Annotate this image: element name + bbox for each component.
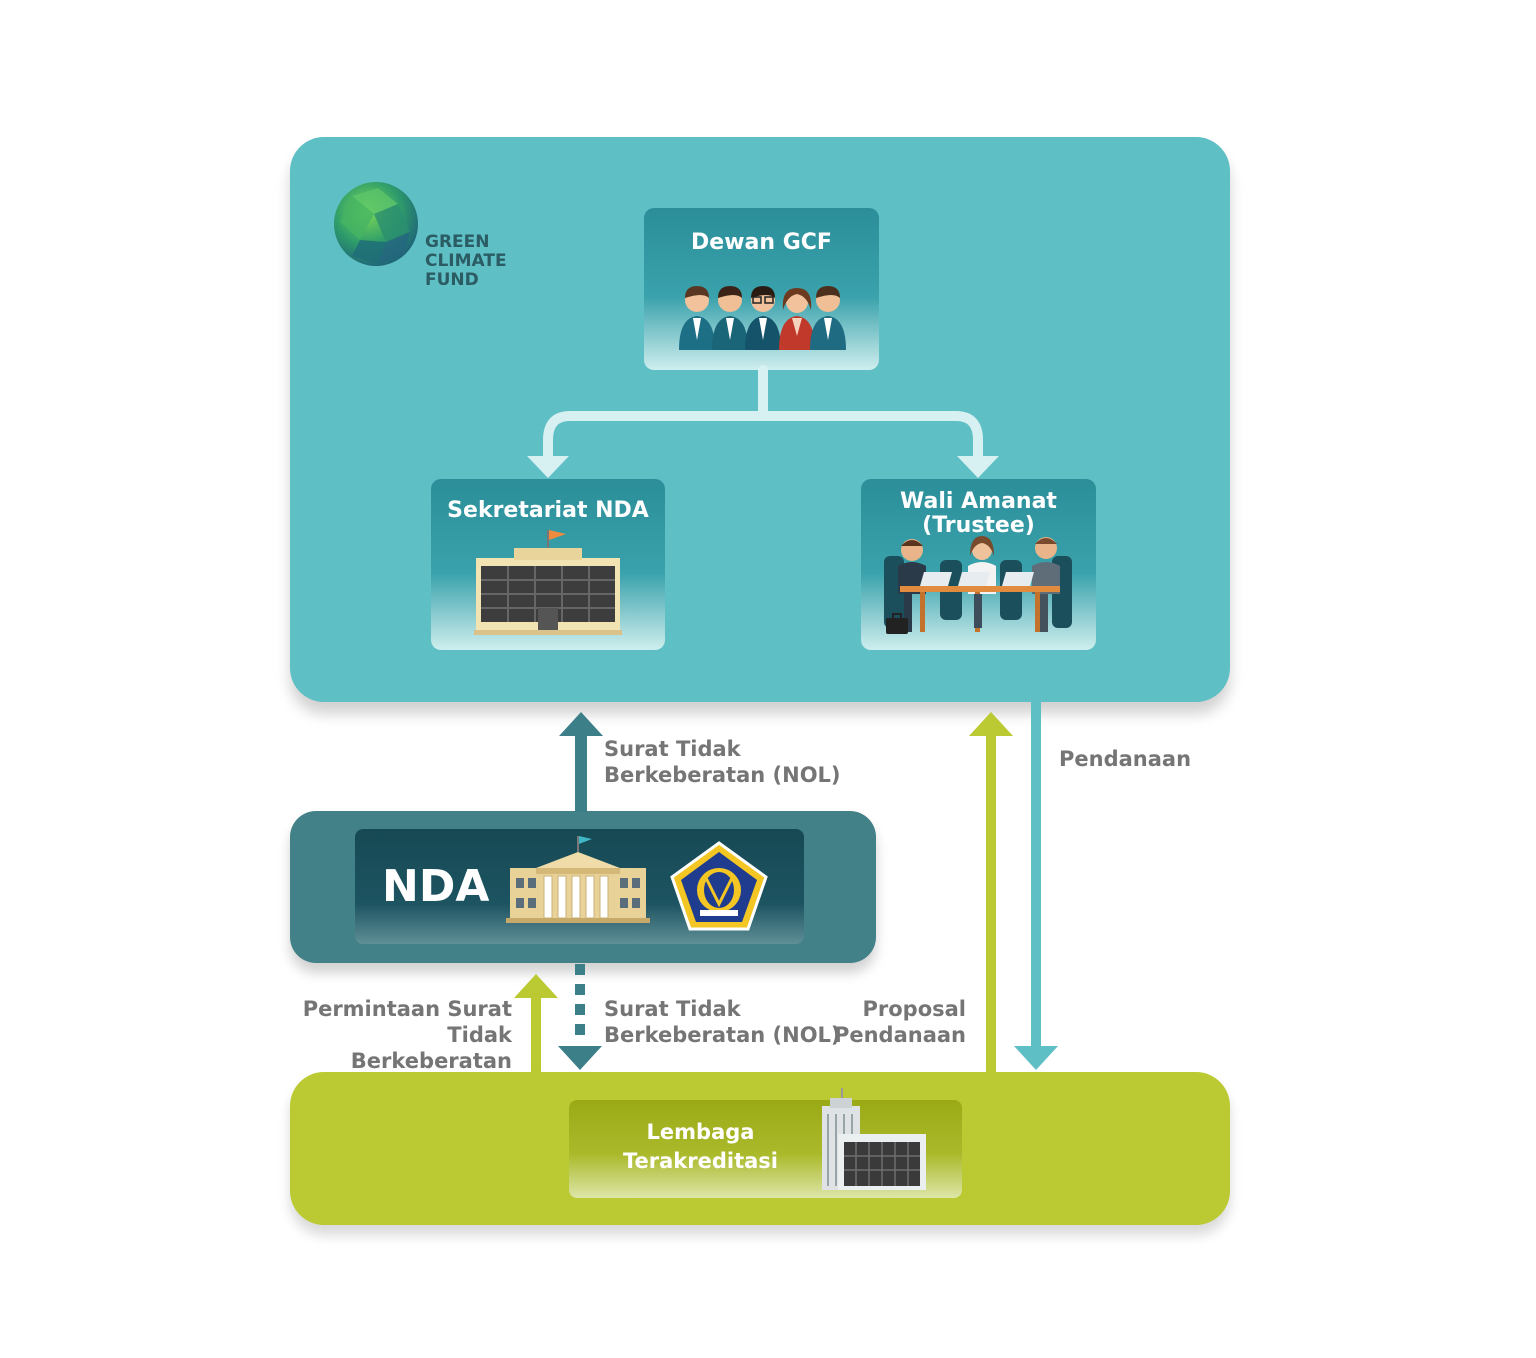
gcf-logo-line1: GREEN: [425, 232, 490, 252]
nda-title: NDA: [382, 861, 490, 912]
secretariat-title: Sekretariat NDA: [447, 498, 649, 523]
arrow-nol-up: [559, 712, 603, 812]
board-title: Dewan GCF: [691, 230, 832, 255]
arrow-funding-down: [1014, 702, 1058, 1070]
arrow-to-secretariat: [527, 456, 569, 478]
gcf-logo-line3: FUND: [425, 270, 479, 290]
ministry-emblem-icon: [670, 841, 768, 931]
label-nol-up-line2: Berkeberatan (NOL): [604, 763, 841, 787]
nda-building-icon: [506, 836, 650, 923]
label-nol-up-line1: Surat Tidak: [604, 737, 741, 761]
board-people-icon: [679, 286, 846, 350]
label-nol-request: Permintaan Surat Tidak Berkeberatan: [280, 996, 512, 1074]
accredited-entity-building-icon: [822, 1088, 926, 1190]
gcf-logo-line2: CLIMATE: [425, 251, 507, 271]
arrow-to-trustee: [957, 456, 999, 478]
secretariat-building-icon: [474, 530, 622, 635]
label-funding: Pendanaan: [1059, 747, 1192, 771]
arrow-nol-down-dashed: [558, 964, 602, 1070]
accredited-entity-title-line1: Lembaga: [646, 1120, 755, 1144]
label-nol-request-line1: Permintaan Surat: [302, 997, 512, 1021]
label-proposal: Proposal Pendanaan: [820, 996, 966, 1048]
label-nol-request-line2: Tidak Berkeberatan: [350, 1023, 512, 1073]
label-proposal-line2: Pendanaan: [833, 1023, 966, 1047]
gcf-logo-text: GREEN CLIMATE FUND: [425, 233, 507, 290]
trustee-title-line2: (Trustee): [922, 513, 1035, 538]
label-nol-down: Surat Tidak Berkeberatan (NOL): [604, 996, 841, 1048]
arrow-proposal-up: [969, 712, 1013, 1074]
label-proposal-line1: Proposal: [862, 997, 966, 1021]
globe-icon: [334, 182, 418, 266]
trustee-title-line1: Wali Amanat: [900, 489, 1057, 514]
label-nol-down-line1: Surat Tidak: [604, 997, 741, 1021]
trustee-meeting-icon: [884, 536, 1072, 634]
label-nol-up: Surat Tidak Berkeberatan (NOL): [604, 736, 841, 788]
label-nol-down-line2: Berkeberatan (NOL): [604, 1023, 841, 1047]
arrow-nol-request-up: [514, 974, 558, 1074]
accredited-entity-title-line2: Terakreditasi: [622, 1149, 778, 1173]
board-connector: [543, 365, 983, 465]
